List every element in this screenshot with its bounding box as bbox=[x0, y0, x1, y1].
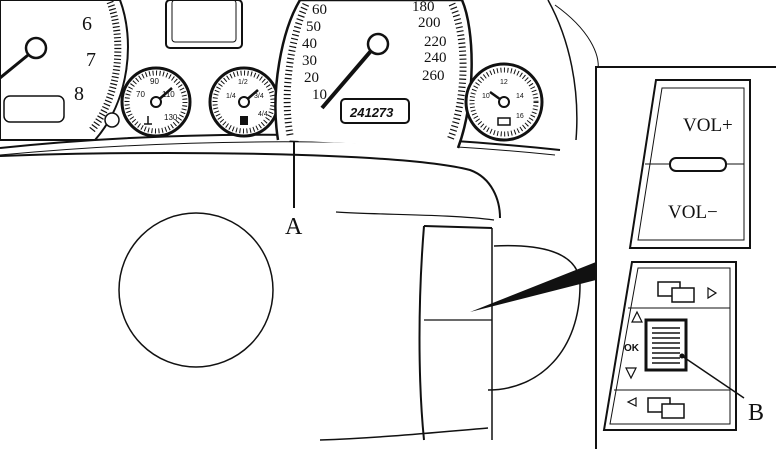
vol-minus-button[interactable]: VOL− bbox=[650, 185, 744, 235]
previous-source-button[interactable] bbox=[626, 397, 685, 419]
tacho-button bbox=[104, 112, 120, 128]
callout-b: B bbox=[679, 353, 764, 426]
thumbwheel-control[interactable]: OK bbox=[624, 310, 688, 380]
source-icon-bottom-front bbox=[661, 403, 685, 419]
fuel-label-1-4: 1/4 bbox=[226, 93, 236, 100]
tacho-number-7: 7 bbox=[86, 49, 96, 71]
oil-hub bbox=[498, 96, 510, 108]
tacho-display bbox=[3, 95, 65, 123]
speed-10: 10 bbox=[312, 87, 327, 103]
oil-label-10: 10 bbox=[482, 93, 490, 100]
fuel-hub bbox=[238, 96, 250, 108]
volume-rocker: VOL+ VOL− bbox=[628, 79, 751, 249]
speedometer: 60 50 40 30 20 10 180 200 220 240 260 24… bbox=[274, 0, 473, 149]
thumbwheel-grip-lines bbox=[652, 327, 680, 364]
fuel-label-1-2: 1/2 bbox=[238, 79, 248, 86]
steering-wheel-rim bbox=[0, 151, 501, 219]
center-display bbox=[165, 0, 243, 49]
source-icon-top-front bbox=[671, 287, 695, 303]
fuel-label-3-4: 3/4 bbox=[254, 93, 264, 100]
tacho-needle-hub bbox=[24, 36, 48, 60]
zoom-leader-wedge bbox=[470, 262, 596, 312]
speed-200: 200 bbox=[418, 15, 441, 31]
vol-minus-label: VOL− bbox=[668, 202, 718, 223]
callout-b-line bbox=[681, 355, 745, 399]
steering-wheel-hub bbox=[118, 212, 274, 368]
battery-icon bbox=[497, 117, 511, 126]
navigation-panel: OK bbox=[602, 261, 737, 431]
oil-label-16: 16 bbox=[516, 113, 524, 120]
temp-hub bbox=[150, 96, 162, 108]
tachometer: 6 7 8 bbox=[0, 0, 129, 141]
oil-label-12: 12 bbox=[500, 79, 508, 86]
temp-label-70: 70 bbox=[136, 90, 145, 99]
callout-b-label: B bbox=[748, 400, 764, 426]
speed-20: 20 bbox=[304, 70, 319, 86]
volume-rocker-divider bbox=[669, 157, 727, 172]
speed-220: 220 bbox=[424, 34, 447, 50]
next-source-button[interactable] bbox=[657, 281, 718, 303]
ok-label[interactable]: OK bbox=[624, 343, 640, 354]
fuel-label-4-4: 4/4 bbox=[258, 111, 268, 118]
temp-label-130: 130 bbox=[164, 113, 178, 122]
vol-plus-button[interactable]: VOL+ bbox=[662, 100, 744, 150]
odometer-reading: 241273 bbox=[349, 105, 394, 120]
speed-40: 40 bbox=[302, 36, 317, 52]
speed-30: 30 bbox=[302, 53, 317, 69]
oil-label-14: 14 bbox=[516, 93, 524, 100]
play-left-icon bbox=[626, 397, 637, 407]
callout-a-label: A bbox=[285, 214, 303, 240]
vol-plus-label: VOL+ bbox=[683, 115, 733, 136]
temperature-gauge: 70 90 110 130 bbox=[120, 66, 192, 138]
play-right-icon bbox=[707, 286, 718, 300]
speed-260: 260 bbox=[422, 68, 445, 84]
tacho-number-8: 8 bbox=[74, 83, 84, 105]
speed-needle-hub bbox=[366, 32, 390, 56]
temp-label-110: 110 bbox=[162, 90, 175, 99]
speed-180: 180 bbox=[412, 0, 435, 15]
tacho-number-6: 6 bbox=[82, 13, 92, 35]
speed-240: 240 bbox=[424, 50, 447, 66]
spoke-outline bbox=[418, 225, 425, 441]
fuel-pump-icon bbox=[240, 116, 248, 125]
fuel-gauge: 1/4 1/2 3/4 4/4 bbox=[208, 66, 280, 138]
thermometer-icon bbox=[144, 116, 152, 125]
steering-wheel bbox=[0, 151, 581, 441]
speed-50: 50 bbox=[306, 19, 321, 35]
callout-b-dot bbox=[679, 353, 685, 359]
arrow-down-icon[interactable] bbox=[625, 367, 637, 380]
temp-label-90: 90 bbox=[150, 77, 159, 86]
arrow-up-icon[interactable] bbox=[631, 310, 643, 323]
odometer-display bbox=[340, 98, 410, 124]
speed-60: 60 bbox=[312, 2, 327, 18]
oil-gauge: 10 12 14 16 bbox=[464, 62, 544, 142]
